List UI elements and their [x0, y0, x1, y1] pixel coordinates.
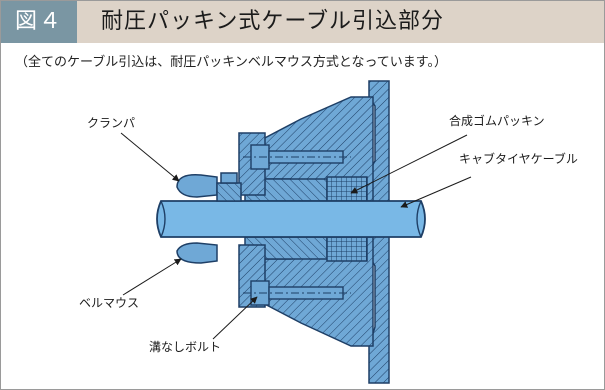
label-cabtyre-cable: キャブタイヤケーブル	[459, 151, 578, 166]
clamp-upper	[176, 174, 218, 198]
clamp-lower	[176, 242, 218, 264]
figure-header: 図４ 耐圧パッキン式ケーブル引込部分	[1, 1, 604, 43]
clamp-block	[216, 182, 242, 202]
label-grooveless-bolt: 溝なしボルト	[149, 340, 221, 354]
leader-bell-mouth	[122, 258, 182, 296]
label-bell-mouth: ベルマウス	[79, 296, 139, 310]
rubber-packing-lower	[326, 236, 368, 262]
leader-rubber-packing	[350, 134, 468, 194]
label-clamp: クランパ	[87, 116, 135, 130]
leader-cable	[400, 176, 472, 208]
cabtyre-cable	[156, 200, 426, 238]
figure-title: 耐圧パッキン式ケーブル引込部分	[101, 9, 445, 34]
clamp-nut	[220, 172, 238, 184]
figure-number-badge: 図４	[1, 1, 77, 43]
label-rubber-packing: 合成ゴムパッキン	[449, 113, 545, 128]
leader-clamp	[120, 132, 180, 182]
figure-caption: （全てのケーブル引込は、耐圧パッキンベルマウス方式となっています。）	[15, 55, 447, 70]
upper-bolt	[243, 144, 351, 170]
rubber-packing-upper	[326, 176, 368, 202]
leader-bolt	[212, 296, 258, 340]
